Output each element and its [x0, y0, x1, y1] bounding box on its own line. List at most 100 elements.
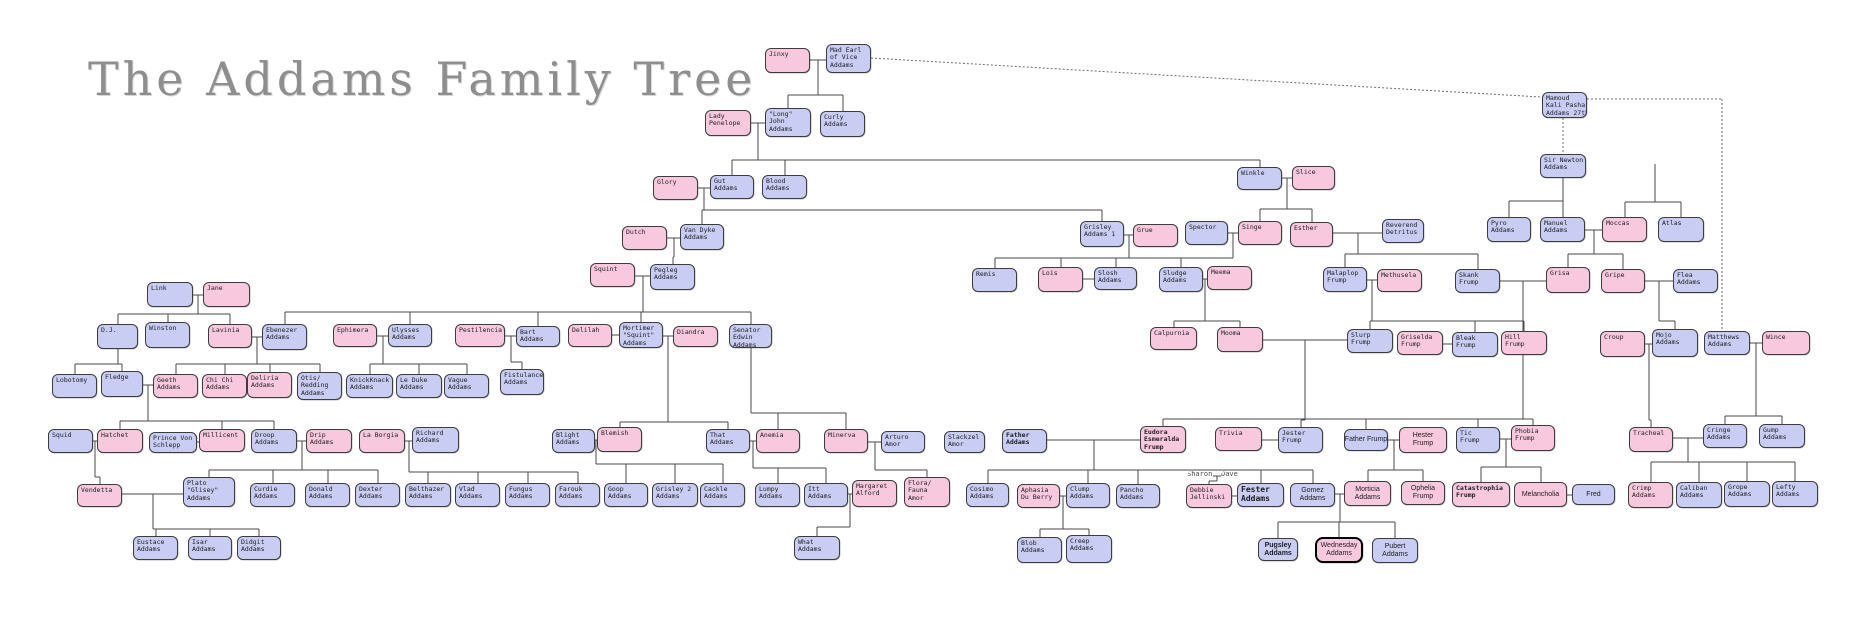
person-hester[interactable]: Hester Frump	[1399, 427, 1447, 453]
person-gomez[interactable]: Gomez Addams	[1290, 483, 1335, 507]
person-blob[interactable]: Blob Addams	[1017, 537, 1062, 563]
person-debbie[interactable]: Debbie Jellinski	[1186, 484, 1232, 508]
person-otis[interactable]: Otis/ Redding Addams	[297, 372, 342, 400]
person-fistulance[interactable]: Fistulance Addams	[500, 369, 544, 395]
person-crimp[interactable]: Crimp Addams	[1628, 482, 1673, 508]
person-malaplop[interactable]: Malaplop Frump	[1323, 267, 1367, 292]
person-dj[interactable]: D.J.	[97, 324, 138, 349]
person-arturo[interactable]: Arturo Amor	[881, 431, 925, 453]
person-cosimo[interactable]: Cosimo Addams	[966, 483, 1009, 507]
person-moccas[interactable]: Moccas	[1602, 217, 1647, 242]
person-gripe[interactable]: Gripe	[1601, 269, 1645, 293]
person-grisa[interactable]: Grisa	[1546, 267, 1590, 293]
person-fester[interactable]: Fester Addams	[1237, 483, 1284, 507]
person-ulysses[interactable]: Ulysses Addams	[388, 324, 432, 347]
person-leduke[interactable]: Le Duke Addams	[396, 374, 442, 398]
person-itt[interactable]: Itt Addams	[804, 483, 848, 507]
person-what[interactable]: What Addams	[794, 536, 840, 560]
person-lumpy[interactable]: Lumpy Addams	[755, 483, 800, 507]
person-belthazer[interactable]: Belthazer Addams	[405, 483, 451, 507]
person-isar[interactable]: Isar Addams	[188, 536, 232, 560]
person-pancho[interactable]: Pancho Addams	[1116, 484, 1160, 508]
person-grope[interactable]: Grope Addams	[1724, 481, 1770, 507]
person-geeth[interactable]: Geeth Addams	[153, 374, 198, 398]
person-ebenezer[interactable]: Ebenezer Addams	[262, 324, 307, 350]
person-slosh[interactable]: Slosh Addams	[1094, 267, 1137, 290]
person-grisley2[interactable]: Grisley 2 Addams	[652, 483, 698, 507]
person-florafauna[interactable]: Flora/ Fauna Amor	[904, 477, 950, 507]
person-griselda[interactable]: Griselda Frump	[1397, 331, 1443, 355]
person-father[interactable]: Father Addams	[1002, 429, 1047, 453]
person-esther[interactable]: Esther	[1290, 222, 1333, 247]
person-lavinia[interactable]: Lavinia	[208, 324, 252, 348]
person-fledge[interactable]: Fledge	[101, 371, 143, 397]
person-plato[interactable]: Plato "Glisey" Addams	[183, 477, 235, 507]
person-hatchet[interactable]: Hatchet	[97, 429, 143, 453]
person-lefty[interactable]: Lefty Addams	[1772, 481, 1818, 507]
person-remis[interactable]: Remis	[972, 268, 1017, 292]
person-fatherfrump[interactable]: Father Frump	[1344, 429, 1388, 451]
person-drip[interactable]: Drip Addams	[306, 429, 352, 453]
person-bart[interactable]: Bart Addams	[516, 326, 560, 347]
person-jester[interactable]: Jester Frump	[1278, 427, 1323, 453]
person-blight[interactable]: Blight Addams	[552, 429, 595, 453]
person-jinxy[interactable]: Jinxy	[765, 48, 810, 73]
person-croup[interactable]: Croup	[1600, 331, 1645, 357]
person-blood[interactable]: Blood Addams	[762, 175, 807, 199]
person-slackzel[interactable]: Slackzel Amor	[944, 431, 985, 453]
person-atlas[interactable]: Atlas	[1658, 217, 1704, 242]
person-curdie[interactable]: Curdie Addams	[250, 483, 295, 507]
person-curly[interactable]: Curly Addams	[820, 111, 865, 137]
person-knickknack[interactable]: KnickKnack Addams	[346, 374, 393, 398]
person-glory[interactable]: Glory	[653, 176, 698, 200]
person-mortimer[interactable]: Mortimer "Squint" Addams	[619, 322, 663, 348]
person-slurp[interactable]: Slurp Frump	[1347, 329, 1393, 353]
person-farouk[interactable]: Farouk Addams	[555, 483, 600, 507]
person-winston[interactable]: Winston	[145, 322, 190, 348]
person-squid[interactable]: Squid	[48, 429, 93, 453]
person-deliria[interactable]: Deliria Addams	[247, 372, 292, 398]
person-vague[interactable]: Vague Addams	[444, 374, 489, 398]
person-goop[interactable]: Goop Addams	[604, 483, 648, 507]
person-skank[interactable]: Skank Frump	[1455, 269, 1500, 293]
person-fungus[interactable]: Fungus Addams	[505, 483, 550, 507]
person-anemia[interactable]: Anemia	[756, 429, 800, 453]
person-aphasia[interactable]: Aphasia Du Berry	[1017, 484, 1060, 508]
person-blemish[interactable]: Blemish	[597, 427, 642, 452]
person-tic[interactable]: Tic Frump	[1456, 427, 1500, 453]
person-diandra[interactable]: Diandra	[673, 326, 718, 347]
person-pestilencia[interactable]: Pestilencia	[455, 324, 505, 347]
person-trivia[interactable]: Trivia	[1215, 427, 1262, 451]
person-prince[interactable]: Prince Von Schlepp	[149, 432, 197, 453]
person-eustace[interactable]: Eustace Addams	[133, 536, 178, 560]
person-matthews[interactable]: Matthews Addams	[1704, 331, 1750, 355]
person-vlad[interactable]: Vlad Addams	[455, 483, 500, 507]
person-pugsley[interactable]: Pugsley Addams	[1258, 538, 1298, 561]
person-melancholia[interactable]: Melancholia	[1514, 482, 1567, 507]
person-chichi[interactable]: Chi Chi Addams	[202, 374, 247, 398]
person-laborgia[interactable]: La Borgia	[359, 429, 405, 453]
person-hill[interactable]: Hill Frump	[1501, 331, 1547, 355]
person-singe[interactable]: Singe	[1238, 221, 1282, 245]
person-wince[interactable]: Wince	[1762, 331, 1810, 355]
person-morticia[interactable]: Morticia Addams	[1344, 481, 1391, 506]
person-margaret[interactable]: Margaret Alford	[852, 480, 897, 507]
person-ladyp[interactable]: Lady Penelope	[705, 110, 751, 136]
person-mamoud[interactable]: Mamoud Kali Pasha Addams 27th	[1542, 92, 1587, 118]
person-eudora[interactable]: Eudora Esmeralda Frump	[1140, 426, 1186, 453]
person-vendetta[interactable]: Vendetta	[77, 484, 122, 507]
person-that[interactable]: That Addams	[706, 429, 750, 453]
person-jane[interactable]: Jane	[203, 282, 250, 307]
person-manuel[interactable]: Manuel Addams	[1540, 217, 1585, 242]
person-cringe[interactable]: Cringe Addams	[1703, 424, 1747, 448]
person-grisley1[interactable]: Grisley Addams 1	[1080, 221, 1124, 247]
person-spector[interactable]: Spector	[1185, 221, 1228, 245]
person-lois[interactable]: Lois	[1038, 267, 1083, 292]
person-grue[interactable]: Grue	[1133, 224, 1178, 247]
person-dutch[interactable]: Dutch	[622, 226, 667, 250]
person-pubert[interactable]: Pubert Addams	[1372, 538, 1418, 563]
person-calpurnia[interactable]: Calpurnia	[1150, 327, 1197, 350]
person-ophelia[interactable]: Ophelia Frump	[1401, 481, 1445, 505]
person-phobia[interactable]: Phobia Frump	[1511, 425, 1555, 451]
person-mooma[interactable]: Mooma	[1217, 327, 1263, 352]
